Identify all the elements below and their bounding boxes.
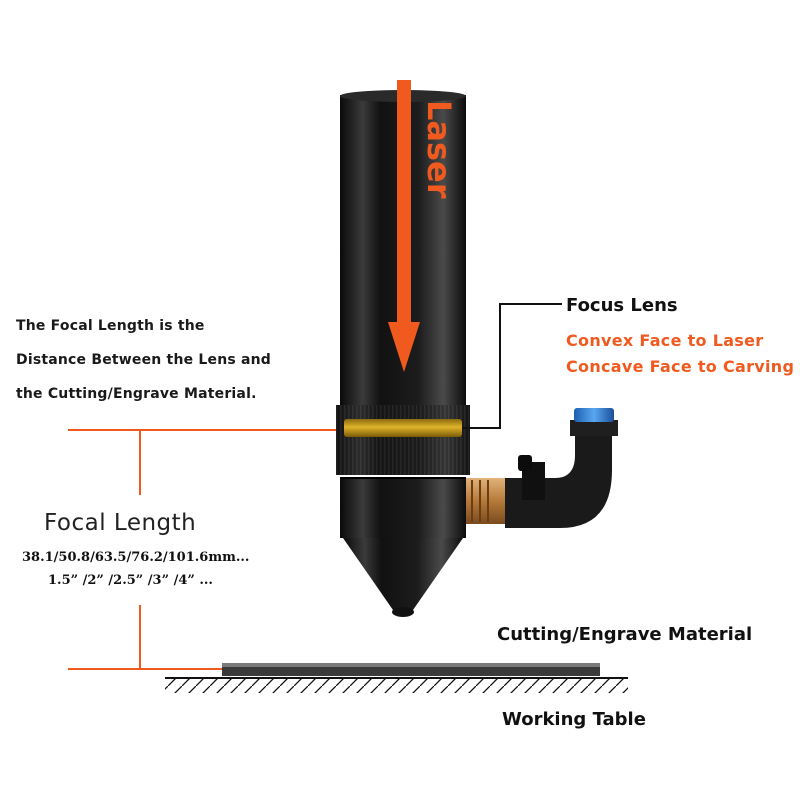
material-label: Cutting/Engrave Material — [497, 624, 753, 645]
description-line-3: the Cutting/Engrave Material. — [16, 386, 257, 402]
focal-length-sizes-inch: 1.5” /2” /2.5” /3” /4” ... — [48, 573, 213, 588]
laser-label: Laser — [420, 100, 458, 199]
focus-lens-leader — [462, 303, 562, 429]
focus-lens-line-2: Concave Face to Carving — [566, 357, 795, 376]
focal-length-dimension — [68, 429, 340, 670]
focal-length-sizes-mm: 38.1/50.8/63.5/76.2/101.6mm... — [22, 550, 250, 565]
focal-length-title: Focal Length — [44, 510, 197, 536]
description-line-2: Distance Between the Lens and — [16, 352, 272, 368]
laser-arrow-icon — [388, 80, 420, 372]
table-label: Working Table — [502, 709, 646, 730]
description-line-1: The Focal Length is the — [16, 318, 205, 334]
working-table — [165, 677, 628, 693]
air-fitting-icon — [466, 408, 618, 528]
focus-lens-line-1: Convex Face to Laser — [566, 331, 764, 350]
focus-lens-title: Focus Lens — [566, 295, 678, 316]
